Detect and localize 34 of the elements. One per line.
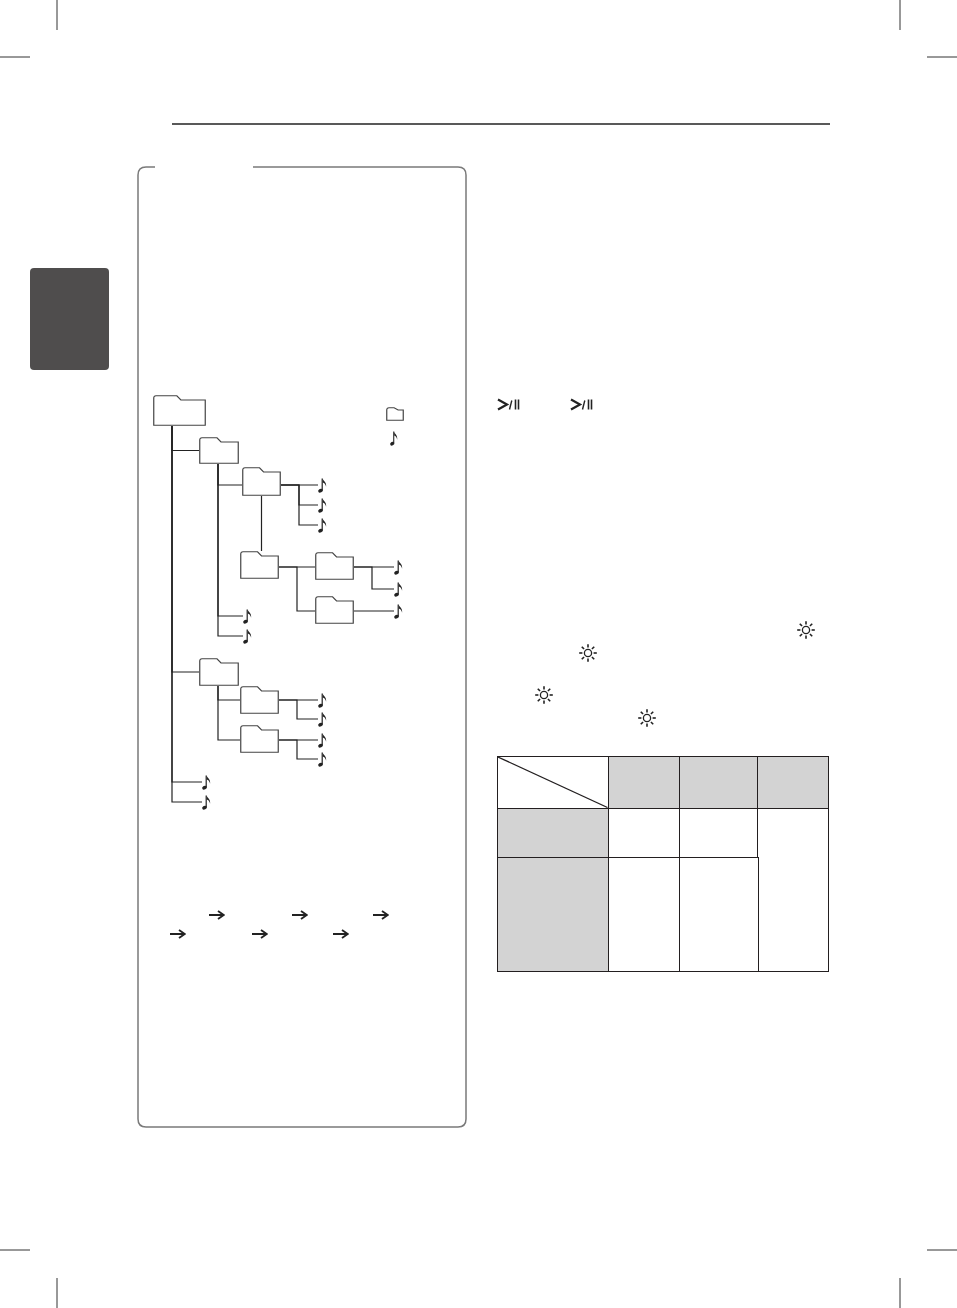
folder-icon	[240, 551, 279, 579]
music-note-icon	[318, 732, 327, 748]
music-note-icon	[318, 711, 327, 727]
tree-line	[260, 495, 263, 552]
music-note-icon	[390, 431, 398, 446]
folder-icon	[315, 596, 354, 624]
tree-line	[278, 566, 316, 612]
music-note-icon	[318, 497, 327, 513]
music-note-icon	[243, 628, 252, 644]
folder-icon	[199, 437, 239, 464]
music-note-icon	[243, 608, 252, 624]
folder-icon	[315, 552, 354, 580]
tree-line	[280, 484, 319, 526]
music-note-icon	[394, 581, 403, 597]
tree-line	[217, 685, 241, 741]
music-note-icon	[394, 559, 403, 575]
folder-icon	[199, 658, 239, 686]
tree-line	[353, 610, 395, 612]
folder-icon	[240, 686, 279, 714]
tree-line	[278, 699, 319, 720]
music-note-icon	[202, 774, 211, 790]
folder-icon	[386, 407, 404, 421]
music-note-icon	[318, 477, 327, 493]
music-note-icon	[318, 751, 327, 767]
folder-icon	[153, 395, 206, 426]
music-note-icon	[318, 692, 327, 708]
music-note-icon	[394, 603, 403, 619]
folder-icon	[242, 467, 281, 496]
music-note-icon	[318, 517, 327, 533]
folder-icon	[240, 725, 279, 753]
chapter-tab	[30, 268, 109, 370]
music-note-icon	[202, 794, 211, 810]
tree-line	[278, 739, 319, 760]
tree-line	[353, 566, 395, 590]
